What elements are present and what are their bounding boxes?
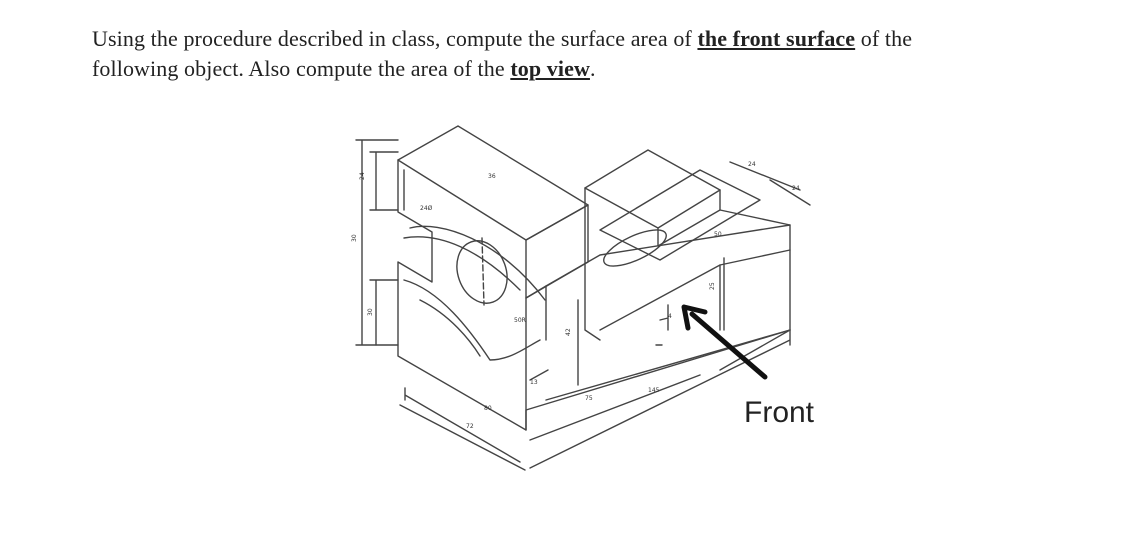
dim-13: 13 <box>530 379 538 386</box>
semicircle-cut <box>403 279 541 361</box>
top-view-emphasis: top view <box>510 56 590 81</box>
base-front-face <box>525 329 791 431</box>
dim-30-left-inner: 30 <box>367 308 374 316</box>
upright-side-face <box>657 189 721 247</box>
dim-line-left-outer <box>355 139 399 346</box>
left-block-step <box>525 285 547 341</box>
front-surface-emphasis: the front surface <box>697 26 856 51</box>
dim-25: 25 <box>709 282 716 290</box>
left-block-left-face <box>397 159 527 431</box>
dim-75: 75 <box>585 395 593 402</box>
question-part3: following object. Also compute the area … <box>92 56 511 81</box>
dim-4: 4 <box>668 313 672 320</box>
dim-line-top-24 <box>729 161 811 206</box>
dim-line-13 <box>529 369 549 381</box>
right-extents <box>719 209 791 266</box>
dim-line-bottom-72 <box>399 404 526 471</box>
slot-end <box>603 229 667 267</box>
dim-80: 80 <box>484 405 492 412</box>
base-bottom-edge <box>545 329 791 401</box>
dim-line-bottom-80 <box>404 387 521 463</box>
question-part4: . <box>589 56 596 81</box>
question-text: Using the procedure described in class, … <box>92 24 1052 84</box>
question-part1: Using the procedure described in class, … <box>92 26 698 51</box>
dim-145: 145 <box>648 387 660 394</box>
dim-24-left: 24 <box>359 172 366 180</box>
dim-line-left-inner <box>369 151 399 346</box>
hole-centerline <box>481 237 485 306</box>
dim-50r: 50R <box>514 317 526 324</box>
dim-30-left-outer: 30 <box>351 234 358 242</box>
dim-36: 36 <box>488 173 496 180</box>
dim-line-bottom-75 <box>529 374 701 441</box>
left-block-top-face <box>397 125 589 241</box>
dim-24-top: 24 <box>748 161 756 168</box>
front-arrow <box>681 304 768 380</box>
upright-top-face <box>584 149 721 229</box>
dim-24-top2: 24 <box>792 185 800 192</box>
dim-small-marks <box>655 304 669 346</box>
dim-42: 42 <box>565 328 572 336</box>
dim-50-slot: 50 <box>714 231 722 238</box>
upright-front-face <box>584 187 601 341</box>
slot-outline <box>599 169 761 261</box>
left-block-side-face <box>525 204 589 299</box>
semicircle-cut-outer <box>403 225 546 301</box>
dim-24d: 24Ø <box>420 205 433 212</box>
base-top-face <box>545 224 791 371</box>
dim-72: 72 <box>466 423 474 430</box>
hole-ellipse <box>456 240 508 304</box>
front-label: Front <box>744 396 815 429</box>
question-part2: of the <box>855 26 913 51</box>
